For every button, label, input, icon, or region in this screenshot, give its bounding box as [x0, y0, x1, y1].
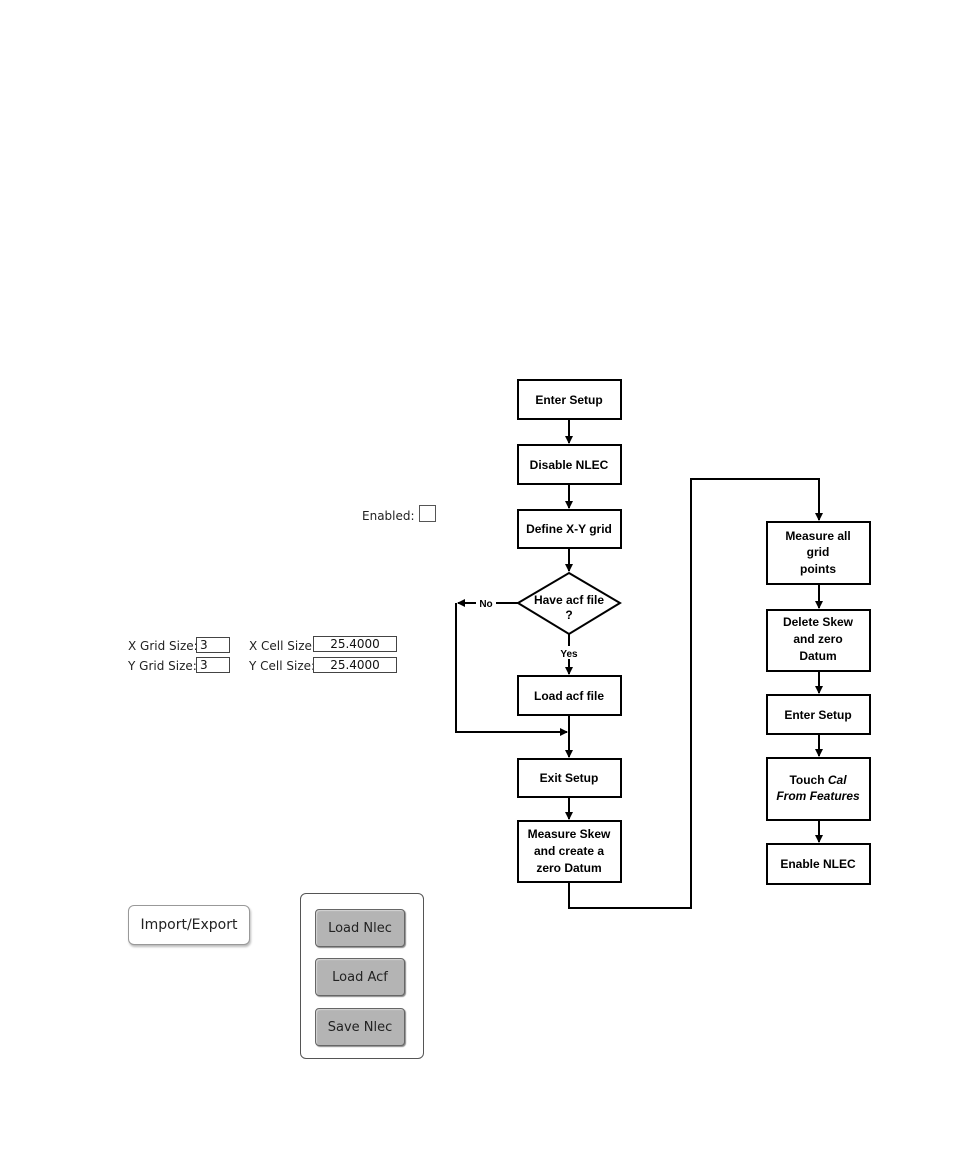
x-grid-size-label: X Grid Size: — [128, 639, 198, 653]
y-grid-size-label: Y Grid Size: — [128, 659, 197, 673]
disable-nlec-box — [517, 444, 622, 485]
touch-cal-italic: Cal — [828, 773, 847, 787]
enter-setup-2-box — [766, 694, 871, 735]
enable-nlec-text: Enable NLEC — [780, 857, 856, 871]
load-acf-file-text: Load acf file — [534, 689, 604, 703]
nlec-file-panel: Load Nlec Load Acf Save Nlec — [300, 893, 424, 1059]
touch-cal-text-1: Touch Cal — [789, 773, 847, 787]
x-cell-size-label: X Cell Size: — [249, 639, 316, 653]
delete-skew-box — [766, 609, 871, 672]
exit-setup-text: Exit Setup — [540, 771, 599, 785]
x-grid-size-input[interactable]: 3 — [196, 637, 230, 653]
define-grid-text: Define X-Y grid — [526, 522, 612, 536]
measure-all-text-2: grid — [807, 545, 830, 559]
enable-nlec-box — [766, 843, 871, 885]
import-export-button[interactable]: Import/Export — [128, 905, 250, 945]
have-acf-text-2: ? — [565, 608, 572, 622]
load-acf-button[interactable]: Load Acf — [315, 958, 405, 996]
no-branch-return — [455, 603, 568, 736]
y-cell-size-input[interactable]: 25.4000 — [313, 657, 397, 673]
measure-skew-text-2: and create a — [534, 844, 604, 858]
y-cell-size-label: Y Cell Size: — [249, 659, 316, 673]
measure-all-box — [766, 521, 871, 585]
measure-all-text-1: Measure all — [785, 529, 850, 543]
yes-label: Yes — [560, 649, 578, 660]
enabled-checkbox[interactable] — [419, 505, 436, 522]
no-label: No — [479, 599, 492, 610]
touch-cal-text-2: From Features — [776, 789, 860, 803]
exit-setup-box — [517, 758, 622, 798]
have-acf-text-1: Have acf file — [534, 593, 604, 607]
measure-skew-box — [517, 820, 622, 883]
delete-skew-text-1: Delete Skew — [783, 615, 854, 629]
touch-cal-box — [766, 757, 871, 821]
delete-skew-text-2: and zero — [793, 632, 842, 646]
measure-skew-text-3: zero Datum — [536, 861, 601, 875]
delete-skew-text-3: Datum — [799, 649, 836, 663]
x-cell-size-input[interactable]: 25.4000 — [313, 636, 397, 652]
enter-setup-text: Enter Setup — [535, 393, 602, 407]
load-acf-file-box — [517, 675, 622, 716]
save-nlec-button[interactable]: Save Nlec — [315, 1008, 405, 1046]
y-grid-size-input[interactable]: 3 — [196, 657, 230, 673]
measure-skew-text-1: Measure Skew — [528, 827, 611, 841]
enter-setup-2-text: Enter Setup — [784, 708, 851, 722]
disable-nlec-text: Disable NLEC — [530, 458, 609, 472]
enter-setup-box — [517, 379, 622, 420]
define-grid-box — [517, 509, 622, 549]
touch-cal-prefix: Touch — [789, 773, 827, 787]
have-acf-decision — [516, 571, 622, 636]
measure-all-text-3: points — [800, 562, 836, 576]
enabled-label: Enabled: — [362, 509, 415, 523]
connector-to-right-column — [568, 478, 823, 909]
load-nlec-button[interactable]: Load Nlec — [315, 909, 405, 947]
